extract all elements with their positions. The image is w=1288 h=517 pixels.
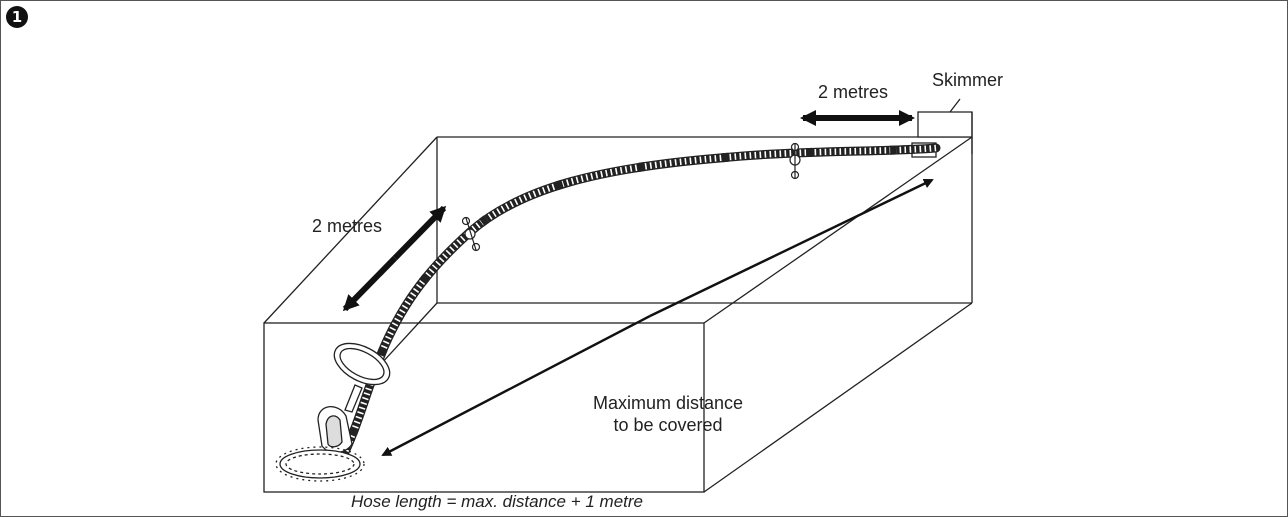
left-distance-arrow	[392, 205, 447, 261]
max-distance-label-line2: to be covered	[613, 415, 723, 435]
figure-caption: Hose length = max. distance + 1 metre	[351, 492, 643, 511]
top-distance-label: 2 metres	[818, 82, 889, 102]
pool-outline	[263, 136, 973, 493]
max-distance-label: Maximum distance to be covered	[578, 392, 758, 436]
pool-cleaner-robot-icon	[275, 342, 391, 482]
left-distance-label: 2 metres	[312, 216, 383, 236]
max-distance-arrow-back	[381, 314, 651, 457]
left-distance-arrow-back	[342, 255, 398, 312]
step-number-badge-icon: 1	[6, 6, 28, 28]
skimmer-box	[911, 98, 973, 158]
max-distance-label-line1: Maximum distance	[592, 393, 744, 413]
hose-float-icon	[461, 142, 801, 252]
skimmer-label: Skimmer	[932, 70, 1003, 90]
max-distance-arrow	[649, 178, 934, 318]
